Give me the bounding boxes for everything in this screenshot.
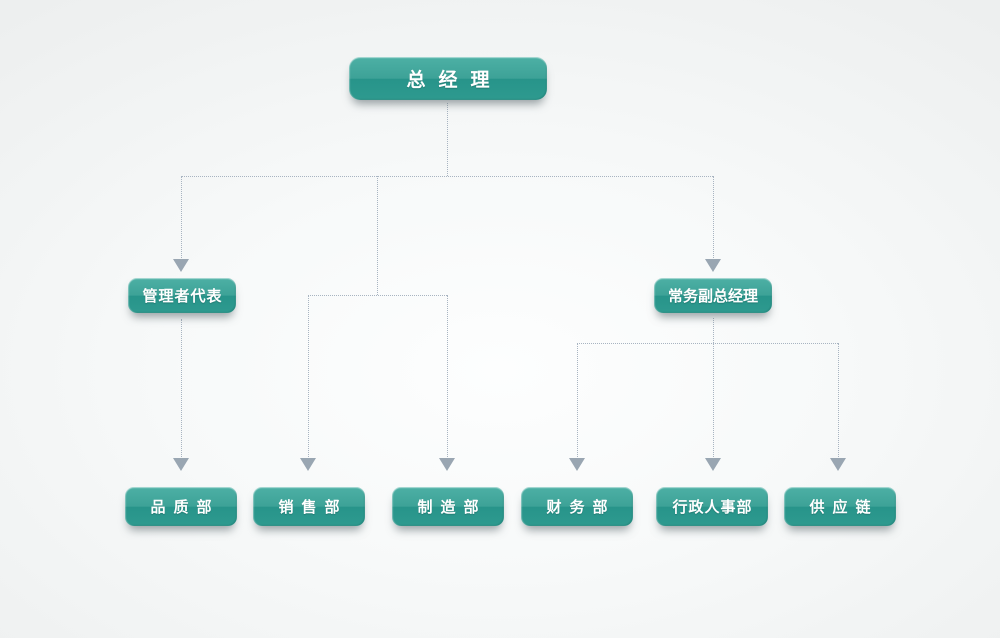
- connector-to-supply-chain: [838, 343, 839, 459]
- connector-mid-branch-horizontal: [308, 295, 447, 296]
- connector-right-branch-horizontal: [577, 343, 838, 344]
- connector-to-quality: [181, 319, 182, 459]
- node-general-manager-label: 总经理: [406, 70, 503, 91]
- connector-root-drop: [447, 103, 448, 176]
- node-general-manager: 总经理: [349, 57, 547, 100]
- connector-level1-horizontal: [181, 176, 713, 177]
- connector-to-finance: [577, 343, 578, 459]
- arrowhead-deputy-gm: [705, 259, 721, 272]
- node-supply-chain: 供应链: [784, 487, 896, 526]
- node-admin-hr-dept-label: 行政人事部: [672, 499, 753, 516]
- connector-to-deputy-gm: [713, 176, 714, 260]
- node-management-representative-label: 管理者代表: [142, 288, 223, 305]
- node-quality-dept: 品质部: [125, 487, 237, 526]
- node-deputy-general-manager: 常务副总经理: [654, 278, 772, 313]
- node-sales-dept-label: 销售部: [278, 499, 348, 516]
- connector-to-admin-hr: [713, 343, 714, 459]
- node-admin-hr-dept: 行政人事部: [656, 487, 768, 526]
- node-manufacturing-dept: 制造部: [392, 487, 504, 526]
- arrowhead-supply-chain: [830, 458, 846, 471]
- arrowhead-manufacturing: [439, 458, 455, 471]
- connector-mid-branch-drop: [377, 176, 378, 295]
- arrowhead-sales: [300, 458, 316, 471]
- node-manufacturing-dept-label: 制造部: [417, 499, 487, 516]
- node-deputy-general-manager-label: 常务副总经理: [667, 288, 758, 305]
- connector-to-sales: [308, 295, 309, 459]
- node-supply-chain-label: 供应链: [809, 499, 879, 516]
- connector-to-manufacturing: [447, 295, 448, 459]
- arrowhead-admin-hr: [705, 458, 721, 471]
- arrowhead-management-rep: [173, 259, 189, 272]
- connector-to-management-rep: [181, 176, 182, 260]
- node-management-representative: 管理者代表: [128, 278, 236, 313]
- node-finance-dept-label: 财务部: [546, 499, 616, 516]
- arrowhead-quality: [173, 458, 189, 471]
- arrowhead-finance: [569, 458, 585, 471]
- node-finance-dept: 财务部: [521, 487, 633, 526]
- node-sales-dept: 销售部: [253, 487, 365, 526]
- connector-deputy-drop: [713, 318, 714, 343]
- node-quality-dept-label: 品质部: [150, 499, 220, 516]
